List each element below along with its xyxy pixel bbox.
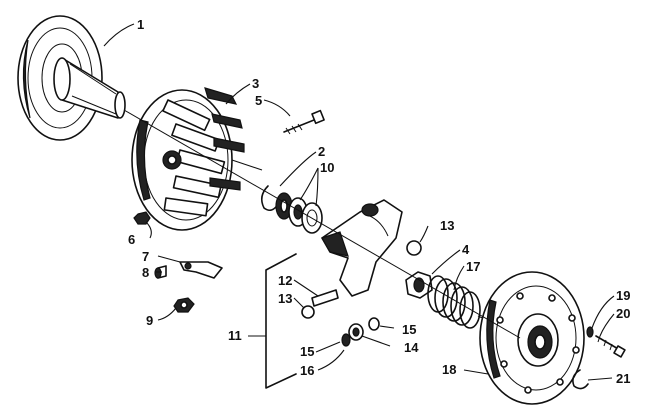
part-4-nut (405, 271, 433, 299)
part-21-snap-ring (572, 369, 589, 390)
center-arm (321, 199, 403, 297)
callout-4: 4 (462, 242, 470, 257)
part-17-spring (427, 275, 501, 329)
part-14-roller (348, 323, 364, 341)
part-13-cap-upper (406, 240, 422, 256)
part-19-washer (586, 326, 594, 338)
part-6-nut (133, 211, 151, 225)
callout-11: 11 (228, 328, 242, 343)
callout-15-right: 15 (402, 322, 416, 337)
part-1-sheave (17, 15, 126, 141)
part-15-washer-left (341, 333, 351, 347)
callout-18: 18 (442, 362, 456, 377)
callout-3: 3 (252, 76, 259, 91)
part-12-pin (311, 289, 339, 307)
part-13-cap-lower (301, 305, 315, 319)
callout-20: 20 (616, 306, 630, 321)
part-18-cover (479, 271, 585, 405)
callout-14: 14 (404, 340, 419, 355)
callout-12: 12 (278, 273, 292, 288)
callout-19: 19 (616, 288, 630, 303)
callout-16: 16 (300, 363, 314, 378)
part-9-washer (173, 297, 195, 313)
center-axis-line (123, 109, 521, 339)
callout-9: 9 (146, 313, 153, 328)
part-3-spider-assembly (131, 87, 263, 231)
callout-15-left: 15 (300, 344, 314, 359)
leader-lines (103, 23, 615, 381)
callout-6: 6 (128, 232, 135, 247)
part-5-bolt (283, 109, 325, 135)
callout-13-lower: 13 (278, 291, 292, 306)
part-15-washer-right (368, 317, 380, 331)
part-10-washers (275, 192, 323, 234)
callout-10: 10 (320, 160, 334, 175)
callout-5: 5 (255, 93, 262, 108)
callout-21: 21 (616, 371, 630, 386)
callout-13-upper: 13 (440, 218, 454, 233)
callout-labels: 1 2 3 4 5 6 7 8 9 10 11 12 13 13 14 15 1… (128, 17, 630, 386)
callout-2: 2 (318, 144, 325, 159)
callout-1: 1 (137, 17, 144, 32)
callout-17: 17 (466, 259, 480, 274)
callout-8: 8 (142, 265, 149, 280)
callout-7: 7 (142, 249, 149, 264)
part-2-snap-ring (260, 185, 279, 212)
part-7-bracket (179, 261, 223, 279)
part-20-screw (595, 335, 626, 358)
part-11-frame-line (265, 253, 297, 389)
